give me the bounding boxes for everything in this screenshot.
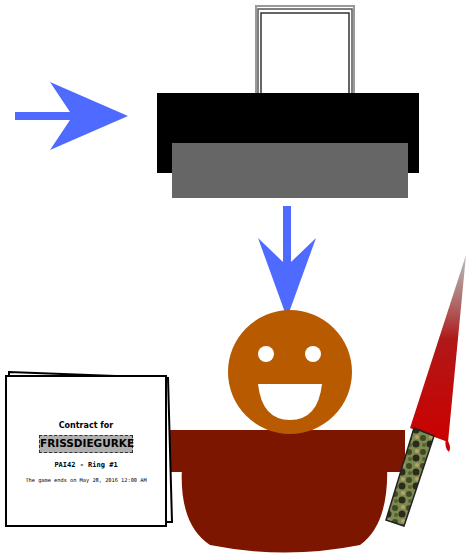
knife [386, 255, 466, 526]
player-name: FRISSDIEGURKE [40, 437, 132, 449]
contract-heading: Contract for [7, 421, 165, 430]
output-arrow [258, 206, 316, 318]
player-name-box: FRISSDIEGURKE [39, 435, 133, 453]
ring-label: PAI42 - Ring #1 [7, 461, 165, 469]
input-arrow [15, 82, 128, 150]
end-date-note: The game ends on May 28, 2016 12:00 AM [9, 477, 163, 483]
person-body [160, 430, 405, 553]
contract-page: Contract forPAI42 - Ring #1 The game ends… [5, 375, 167, 527]
smiley-head [228, 310, 352, 434]
printer-tray [172, 143, 408, 198]
paper-stack [256, 6, 354, 106]
